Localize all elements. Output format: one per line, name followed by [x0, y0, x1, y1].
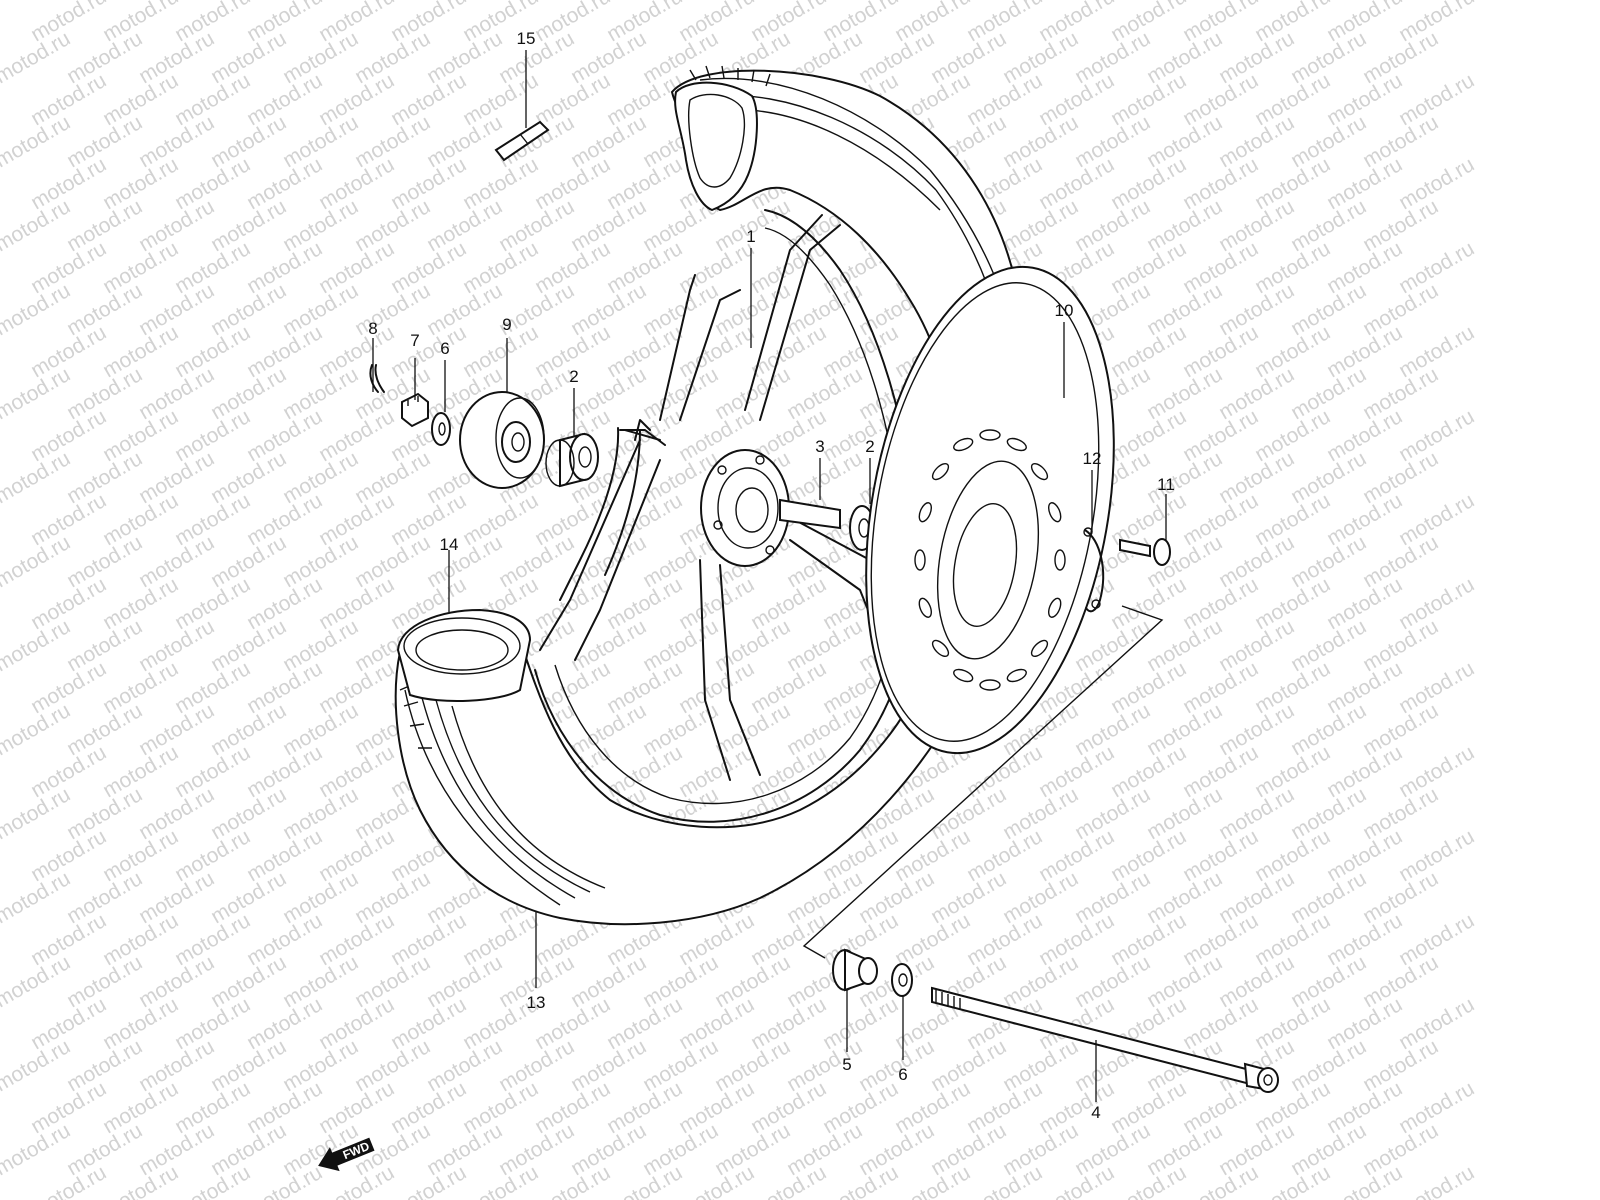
- washer-lower: [891, 963, 913, 997]
- disc-hole: [953, 668, 974, 683]
- callout-5: 5: [842, 1055, 851, 1074]
- watermark-text: motod.ru: [1395, 573, 1478, 634]
- disc-bolt: [1119, 538, 1171, 566]
- callout-4: 4: [1091, 1103, 1100, 1122]
- watermark-text: motod.ru: [0, 0, 74, 4]
- watermark-text: motod.ru: [1395, 993, 1478, 1054]
- disc-hole: [931, 639, 950, 658]
- axle: [931, 986, 1279, 1093]
- callout-13: 13: [527, 993, 546, 1012]
- disc-hole: [1030, 462, 1049, 481]
- watermark-text: motod.ru: [1395, 1161, 1478, 1200]
- watermark-text: motod.ru: [1395, 321, 1478, 382]
- watermark-text: motod.ru: [1395, 657, 1478, 718]
- disc-hole: [953, 437, 974, 452]
- callout-2-left: 2: [569, 367, 578, 386]
- callout-1: 1: [746, 227, 755, 246]
- watermark-text: motod.ru: [1395, 909, 1478, 970]
- bearing-left: [545, 432, 599, 488]
- callout-10: 10: [1055, 301, 1074, 320]
- cotter-pin: [369, 364, 385, 393]
- callout-15: 15: [517, 29, 536, 48]
- assembly-lines: [802, 605, 1164, 959]
- disc-hole: [979, 679, 1001, 691]
- callout-2-right: 2: [865, 437, 874, 456]
- callout-12: 12: [1083, 449, 1102, 468]
- callout-14: 14: [440, 535, 459, 554]
- axle-collar: [832, 948, 878, 992]
- callout-7: 7: [410, 331, 419, 350]
- callout-3: 3: [815, 437, 824, 456]
- castle-nut: [401, 392, 429, 428]
- watermark-text: motod.ru: [1395, 69, 1478, 130]
- disc-hole: [918, 597, 932, 618]
- watermark-text: motod.ru: [1395, 153, 1478, 214]
- callout-9: 9: [502, 315, 511, 334]
- watermark-text: motod.ru: [1395, 405, 1478, 466]
- valve-stem: [494, 120, 550, 162]
- disc-hole: [931, 462, 950, 481]
- callout-11: 11: [1157, 475, 1175, 494]
- leader-lines: [372, 50, 1167, 1102]
- watermark-text: motod.ru: [1395, 825, 1478, 886]
- watermark-text: motod.ru: [1395, 1077, 1478, 1138]
- callout-6-lower: 6: [898, 1065, 907, 1084]
- watermark-text: motod.ru: [1395, 741, 1478, 802]
- disc-hole: [1048, 597, 1062, 618]
- callouts: 15 1 8 7 6 9 2 3 2 10 12 11 14 13 5 6 4: [368, 29, 1175, 1122]
- callout-6-upper: 6: [440, 339, 449, 358]
- washer-left: [431, 412, 451, 446]
- watermark-text: motod.ru: [1395, 489, 1478, 550]
- watermark-text: motod.ru: [1395, 237, 1478, 298]
- disc-hole: [979, 429, 1001, 441]
- hub-cover: [459, 391, 545, 489]
- disc-hole: [1006, 668, 1027, 683]
- disc-hole: [1054, 549, 1066, 571]
- disc-hole: [1006, 437, 1027, 452]
- disc-hole: [1048, 502, 1062, 523]
- callout-8: 8: [368, 319, 377, 338]
- disc-hole: [918, 502, 932, 523]
- disc-hole: [914, 549, 926, 571]
- disc-hole: [1030, 639, 1049, 658]
